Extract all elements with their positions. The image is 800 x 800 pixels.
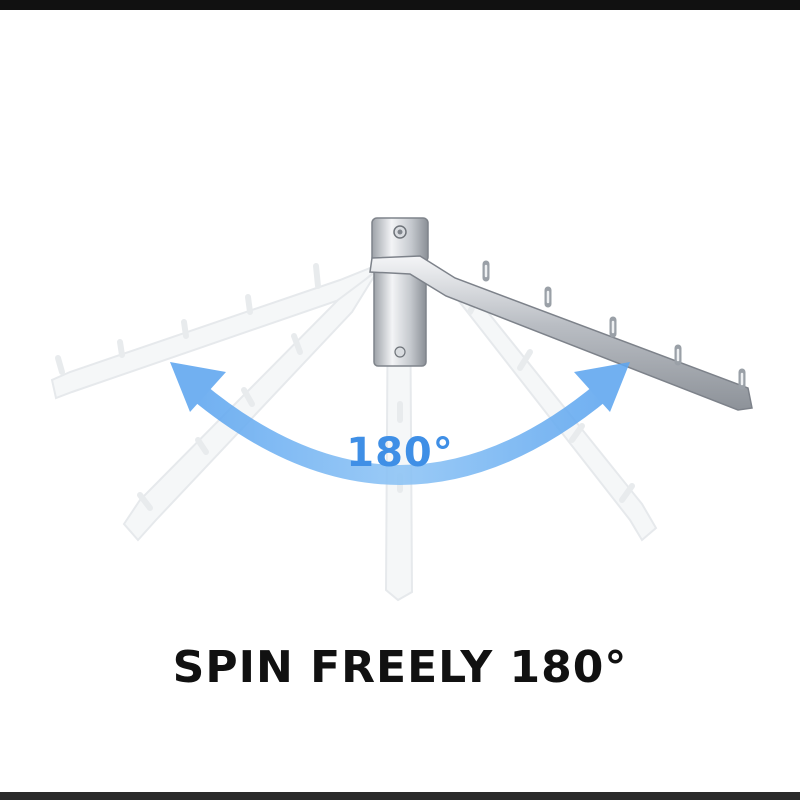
rotation-angle-label: 180° (346, 430, 454, 476)
spin-freely-caption: SPIN FREELY 180° (172, 642, 628, 693)
rotation-arrow-icon (170, 362, 630, 485)
bottom-border (0, 792, 800, 800)
wall-mount-bracket (371, 217, 429, 367)
top-border (0, 0, 800, 10)
rack-arm-solid (369, 255, 753, 411)
ghost-arms (50, 261, 658, 602)
